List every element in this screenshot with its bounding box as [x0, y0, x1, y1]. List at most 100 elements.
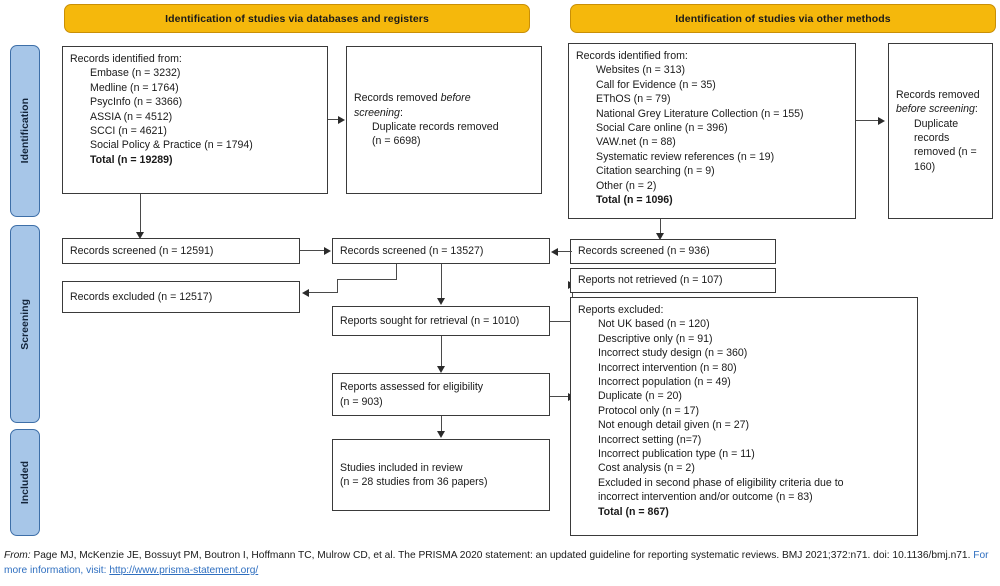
other-records-screened-label: Records screened (n = 936) [578, 245, 710, 258]
excluded-reason-descriptive: Descriptive only (n = 91) [598, 332, 713, 345]
excluded-reason-intervention: Incorrect intervention (n = 80) [598, 361, 737, 374]
connector-sought-elbow-h1 [550, 321, 573, 323]
box-reports-excluded: Reports excluded: Not UK based (n = 120)… [570, 297, 918, 536]
other-source-call-evidence: Call for Evidence (n = 35) [596, 78, 716, 91]
included-line2: (n = 28 studies from 36 papers) [340, 476, 488, 488]
db-removed-item2: (n = 6698) [372, 135, 421, 148]
arrow-db-identified-to-removed [338, 115, 345, 124]
header-databases-label: Identification of studies via databases … [165, 12, 429, 25]
box-db-records-removed: Records removed before screening: Duplic… [346, 46, 542, 194]
other-total-label: Total [596, 194, 621, 207]
db-removed-item1: Duplicate records removed [372, 121, 499, 133]
excluded-reason-protocol: Protocol only (n = 17) [598, 404, 699, 417]
box-reports-sought-retrieval: Reports sought for retrieval (n = 1010) [332, 306, 550, 336]
arrow-other-screened-to-combined [551, 247, 558, 256]
box-reports-assessed-eligibility: Reports assessed for eligibility (n = 90… [332, 373, 550, 416]
excluded-reason-second-phase-2: incorrect intervention and/or outcome (n… [598, 491, 813, 504]
connector-combined-elbow-v2 [337, 279, 339, 293]
connector-other-identified-to-screened [660, 219, 662, 235]
db-identified-total: Total (n = 19289) [70, 153, 320, 167]
db-source-embase: Embase (n = 3232) [90, 67, 181, 80]
reports-not-retrieved-label: Reports not retrieved (n = 107) [578, 274, 723, 287]
box-other-records-identified: Records identified from: Websites (n = 3… [568, 43, 856, 219]
stage-screening-label: Screening [19, 298, 31, 350]
other-total-value: (n = 1096) [623, 194, 673, 207]
excluded-reason-study-design: Incorrect study design (n = 360) [598, 347, 748, 360]
other-source-vawnet: VAW.net (n = 88) [596, 136, 676, 149]
other-source-sys-review-refs: Systematic review references (n = 19) [596, 150, 775, 163]
db-source-assia: ASSIA (n = 4512) [90, 110, 173, 123]
db-source-psycinfo: PsycInfo (n = 3366) [90, 96, 183, 109]
other-removed-item4: 160) [914, 160, 936, 173]
other-source-citation-searching: Citation searching (n = 9) [596, 165, 715, 178]
other-source-grey-lit: National Grey Literature Collection (n =… [596, 107, 804, 120]
excluded-reason-publication-type: Incorrect publication type (n = 11) [598, 448, 755, 461]
connector-sought-to-assessed [441, 336, 443, 368]
other-source-websites: Websites (n = 313) [596, 64, 686, 77]
connector-assessed-to-excluded [550, 396, 570, 398]
db-removed-line1: Records removed before [354, 91, 534, 105]
excluded-reason-not-enough-detail: Not enough detail given (n = 27) [598, 419, 750, 432]
footer-citation: From: Page MJ, McKenzie JE, Bossuyt PM, … [4, 549, 996, 579]
db-total-value: (n = 19289) [117, 153, 173, 166]
connector-db-identified-to-removed [328, 119, 339, 121]
box-db-records-identified: Records identified from: Embase (n = 323… [62, 46, 328, 194]
footer-divider [0, 543, 1000, 544]
arrow-other-identified-to-removed [878, 116, 885, 125]
stage-band-screening: Screening [10, 225, 40, 423]
other-removed-line1: Records removed [896, 88, 980, 101]
connector-combined-elbow-h1 [337, 279, 397, 281]
arrow-combined-to-db-excluded [302, 288, 309, 297]
other-removed-item1: Duplicate [914, 117, 959, 130]
db-removed-screening: screening [354, 106, 400, 119]
excluded-reason-not-uk: Not UK based (n = 120) [598, 318, 710, 331]
header-other-label: Identification of studies via other meth… [675, 12, 891, 25]
connector-other-screened-to-combined [558, 251, 572, 253]
connector-combined-elbow-v [396, 264, 398, 280]
db-removed-text: Records removed [354, 92, 441, 105]
other-removed-before-screening: before screening [896, 103, 975, 116]
db-source-social-policy: Social Policy & Practice (n = 1794) [90, 139, 253, 152]
arrow-db-identified-to-screened [136, 232, 144, 239]
included-line1: Studies included in review [340, 461, 463, 474]
db-identified-title: Records identified from: [70, 53, 182, 65]
excluded-reason-duplicate: Duplicate (n = 20) [598, 390, 682, 403]
other-removed-item2: records [914, 132, 950, 144]
footer-from-label: From: [4, 550, 31, 561]
stage-band-identification: Identification [10, 45, 40, 217]
excluded-reason-setting: Incorrect setting (n=7) [598, 433, 702, 446]
db-records-excluded-label: Records excluded (n = 12517) [70, 290, 213, 303]
box-studies-included: Studies included in review (n = 28 studi… [332, 439, 550, 511]
excluded-total-value: (n = 867) [625, 505, 669, 518]
connector-combined-elbow-h2 [309, 292, 338, 294]
box-other-records-screened: Records screened (n = 936) [570, 239, 776, 264]
stage-band-included: Included [10, 429, 40, 536]
arrow-combined-to-sought [437, 298, 445, 305]
excluded-total: Total (n = 867) [578, 505, 910, 519]
arrow-other-identified-to-screened [656, 233, 664, 240]
header-databases-registers: Identification of studies via databases … [64, 4, 530, 33]
connector-db-identified-to-screened [140, 194, 142, 234]
footer-citation-text: Page MJ, McKenzie JE, Bossuyt PM, Boutro… [30, 550, 974, 561]
prisma-statement-link[interactable]: http://www.prisma-statement.org/ [109, 564, 259, 576]
connector-other-identified-to-removed [856, 120, 880, 122]
box-db-records-screened: Records screened (n = 12591) [62, 238, 300, 264]
db-removed-before: before [440, 92, 471, 105]
excluded-reason-second-phase-1: Excluded in second phase of eligibility … [598, 476, 844, 489]
excluded-total-label: Total [598, 505, 623, 518]
other-source-social-care: Social Care online (n = 396) [596, 122, 728, 135]
connector-db-screened-to-combined [300, 250, 326, 252]
other-identified-total: Total (n = 1096) [576, 193, 848, 207]
arrow-db-screened-to-combined [324, 246, 331, 255]
db-removed-colon: : [399, 106, 403, 119]
box-other-records-removed: Records removed before screening: Duplic… [888, 43, 993, 219]
excluded-reason-cost-analysis: Cost analysis (n = 2) [598, 462, 695, 475]
reports-assessed-line2: (n = 903) [340, 395, 383, 408]
footer-more-info-text: For more information, visit: [4, 550, 989, 576]
db-total-label: Total [90, 153, 115, 166]
other-source-ethos: EThOS (n = 79) [596, 93, 671, 106]
other-removed-colon: : [974, 103, 978, 116]
db-source-scci: SCCI (n = 4621) [90, 125, 167, 138]
arrow-sought-to-assessed [437, 366, 445, 373]
other-identified-title: Records identified from: [576, 50, 688, 62]
